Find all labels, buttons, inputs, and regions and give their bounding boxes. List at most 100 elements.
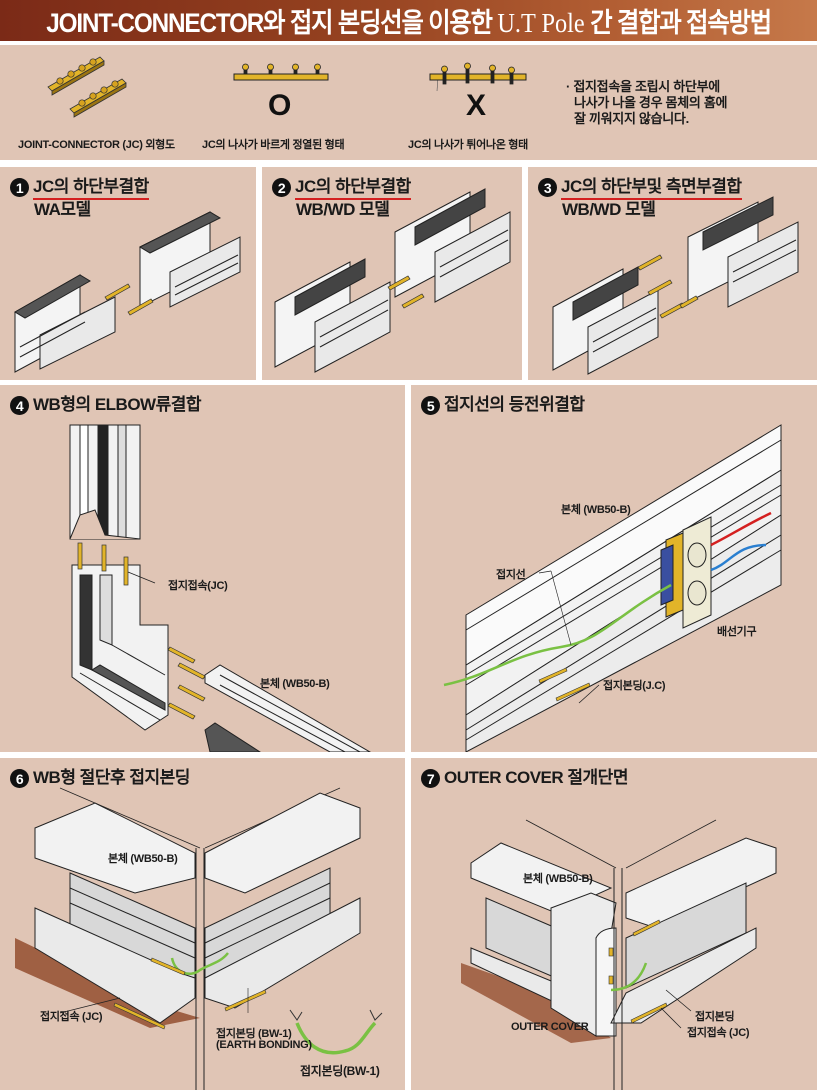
bonding-wire <box>610 962 648 992</box>
label-body-wb50b: 본체 (WB50-B) <box>260 678 330 690</box>
elbow-illustration <box>69 424 371 752</box>
wa-duct-illustration <box>14 211 241 373</box>
label-ground-wire: 접지선 <box>496 569 526 581</box>
caption-jc-aligned: JC의 나사가 바르게 정열된 형태 <box>202 139 345 151</box>
title-text-1: JOINT-CONNECTOR와 접지 본딩선을 이용한 <box>46 8 498 38</box>
joint-connector-icon <box>387 275 425 309</box>
wire-red <box>710 511 772 547</box>
panel-subheading: WB/WD 모델 <box>562 200 656 219</box>
joint-connector-illustration <box>47 56 127 118</box>
joint-connector-horizontal <box>167 646 206 720</box>
step-number-badge: 7 <box>421 769 440 789</box>
wire-blue <box>710 543 767 572</box>
panel-subheading: WA모델 <box>34 200 91 219</box>
wiring-device <box>660 516 712 629</box>
label-outer-cover: OUTER COVER <box>511 1021 589 1033</box>
panel-heading: WB형 절단후 접지본딩 <box>33 768 190 787</box>
caption-jc-exterior: JOINT-CONNECTOR (JC) 외형도 <box>18 139 175 151</box>
label-wiring-device: 배선기구 <box>717 626 757 638</box>
step-number-badge: 3 <box>538 178 557 198</box>
note-line: 나사가 나올 경우 몸체의 홈에 <box>574 95 728 110</box>
label-body-wb50b: 본체 (WB50-B) <box>523 873 593 885</box>
step-number-badge: 2 <box>272 178 291 198</box>
label-ground-bonding-jc: 접지본딩(J.C) <box>603 680 666 692</box>
joint-connector-icon <box>538 667 591 702</box>
equipotential-illustration <box>443 424 782 752</box>
label-body-wb50b: 본체 (WB50-B) <box>561 504 631 516</box>
panel-subheading: WB/WD 모델 <box>296 200 390 219</box>
joint-connector-icon <box>637 254 699 319</box>
wire-green <box>443 583 672 687</box>
duct-left <box>14 274 116 373</box>
joint-connector-icon <box>608 919 668 1024</box>
jc-protruding-illustration <box>429 62 527 92</box>
caption-jc-protruding: JC의 나사가 튀어나온 형태 <box>408 139 528 151</box>
duct-left <box>274 258 391 373</box>
panel-heading: WB형의 ELBOW류결합 <box>33 395 202 414</box>
label-ground-bonding: 접지본딩 <box>695 1011 735 1023</box>
joint-connector-icon <box>113 957 267 1030</box>
label-body-wb50b: 본체 (WB50-B) <box>108 853 178 865</box>
connector-bar <box>47 56 105 96</box>
terminal-icon <box>289 1009 383 1021</box>
note-line: 잘 끼워지지 않습니다. <box>574 111 689 126</box>
duct-right <box>687 196 799 308</box>
outer-cover-illustration <box>461 819 777 1090</box>
panel-heading: JC의 하단부결합 <box>295 177 411 200</box>
vertical-duct <box>69 424 141 540</box>
duct-right <box>394 188 511 303</box>
main-duct <box>204 664 371 752</box>
bonding-wire-sample <box>295 1021 377 1055</box>
duct-left <box>552 266 659 375</box>
note-line: · 접지접속을 조립시 하단부에 <box>566 79 720 94</box>
right-duct <box>204 792 361 1009</box>
connector-bar <box>69 78 127 118</box>
step-number-badge: 5 <box>421 396 440 416</box>
label-earth-bonding: (EARTH BONDING) <box>216 1039 312 1051</box>
step-number-badge: 1 <box>10 178 29 198</box>
step-number-badge: 4 <box>10 396 29 416</box>
wb-duct-illustration <box>274 188 511 373</box>
label-joint-jc: 접지접속(JC) <box>168 580 228 592</box>
left-duct <box>470 842 613 1004</box>
page-header: JOINT-CONNECTOR와 접지 본딩선을 이용한 U.T Pole 간 … <box>0 0 817 41</box>
left-duct <box>34 802 196 1024</box>
panel-heading: JC의 하단부및 측면부결합 <box>561 177 742 200</box>
jc-aligned-illustration <box>233 63 329 81</box>
outer-cover <box>550 892 617 1037</box>
wb-side-duct-illustration <box>552 196 799 375</box>
label-joint-jc: 접지접속 (JC) <box>40 1011 103 1023</box>
label-joint-jc: 접지접속 (JC) <box>687 1027 750 1039</box>
panel-heading: JC의 하단부결합 <box>33 177 149 200</box>
duct-body <box>465 424 782 752</box>
label-bonding-bw1: 접지본딩 (BW-1) <box>216 1028 292 1040</box>
panel-heading: OUTER COVER 절개단면 <box>444 768 628 787</box>
page-title: JOINT-CONNECTOR와 접지 본딩선을 이용한 U.T Pole 간 … <box>46 1 772 40</box>
label-bonding-bw1-sample: 접지본딩(BW-1) <box>300 1064 380 1078</box>
floor-shadow <box>461 963 611 1043</box>
joint-connector-vertical <box>77 542 129 586</box>
title-text-2: U.T Pole <box>497 8 585 38</box>
elbow-piece <box>71 564 169 731</box>
title-text-3: 간 결합과 접속방법 <box>584 8 772 38</box>
intro-panel: JOINT-CONNECTOR (JC) 외형도 O JC의 나사가 바르게 정… <box>0 45 817 160</box>
assembly-note: · 접지접속을 조립시 하단부에 나사가 나올 경우 몸체의 홈에 잘 끼워지지… <box>566 79 727 127</box>
panel-heading: 접지선의 등전위결합 <box>444 395 585 414</box>
duct-right <box>138 211 241 308</box>
right-duct <box>610 837 777 1024</box>
bonding-wire <box>170 952 229 975</box>
wrong-mark: X <box>466 89 487 122</box>
